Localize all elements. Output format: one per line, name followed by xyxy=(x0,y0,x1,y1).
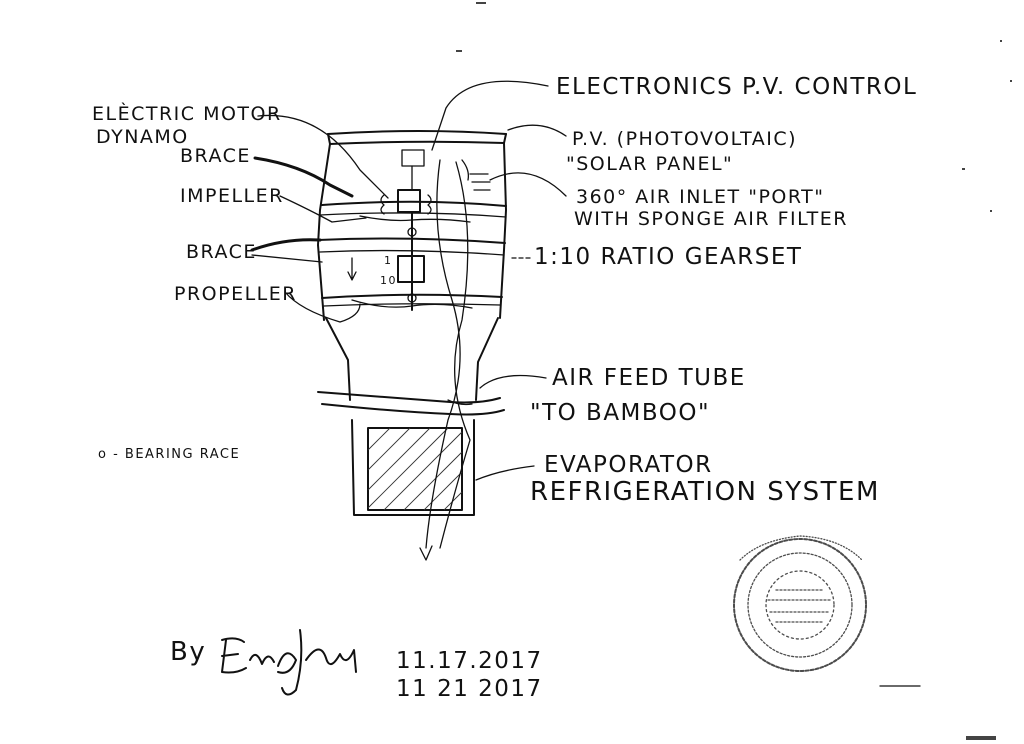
impeller-blade xyxy=(359,215,471,223)
motor-assembly xyxy=(347,149,473,311)
leader-electronics xyxy=(431,80,549,151)
airflow-arrow xyxy=(419,545,433,561)
leader-motor xyxy=(257,114,389,199)
motor-coil-right xyxy=(427,194,432,215)
leader-propeller xyxy=(284,291,361,323)
label-inlet-1: 360° AIR INLET "PORT" xyxy=(576,186,825,208)
leader-pv xyxy=(507,124,567,137)
label-gearset: 1:10 RATIO GEARSET xyxy=(534,244,802,270)
leader-evaporator xyxy=(475,465,535,481)
leader-inlet xyxy=(489,172,567,197)
pv-control-box xyxy=(401,149,425,167)
ratio-bottom: 10 xyxy=(380,274,397,287)
label-electronics: ELECTRONICS P.V. CONTROL xyxy=(556,74,917,100)
propeller-blade xyxy=(351,299,473,309)
label-electric-motor: ELÈCTRIC MOTOR xyxy=(92,102,282,125)
scan-specks xyxy=(456,2,1012,740)
top-lid-rim xyxy=(327,133,507,145)
label-propeller: PROPELLER xyxy=(174,283,297,305)
ratio-top: 1 xyxy=(384,254,393,267)
notary-seal xyxy=(733,535,867,672)
left-wall xyxy=(317,143,331,321)
label-bearing: o - BEARING RACE xyxy=(98,447,240,462)
air-feed-tube xyxy=(317,391,505,416)
label-evaporator-2: REFRIGERATION SYSTEM xyxy=(530,477,880,507)
evaporator-hatch xyxy=(367,427,463,511)
label-pv-1: P.V. (PHOTOVOLTAIC) xyxy=(572,128,797,150)
date-2: 11 21 2017 xyxy=(396,676,543,702)
label-by: By xyxy=(170,637,206,667)
down-arrow xyxy=(347,257,357,281)
label-inlet-2: WITH SPONGE AIR FILTER xyxy=(574,208,848,230)
label-impeller: IMPELLER xyxy=(180,185,284,207)
label-dynamo: DYNAMO xyxy=(96,126,189,148)
funnel-right xyxy=(475,317,499,401)
leader-brace-mid xyxy=(250,238,322,252)
leader-air-feed xyxy=(479,374,547,389)
signature xyxy=(221,629,357,696)
impeller-level xyxy=(321,200,507,207)
date-1: 11.17.2017 xyxy=(396,648,543,674)
bearing-race xyxy=(407,227,417,237)
lower-container xyxy=(351,419,475,516)
label-brace-top: BRACE xyxy=(180,145,251,167)
label-air-feed-2: "TO BAMBOO" xyxy=(530,400,710,426)
right-wall xyxy=(499,142,507,319)
label-brace-mid: BRACE xyxy=(186,241,257,263)
top-lid xyxy=(327,130,507,135)
electric-motor xyxy=(397,189,421,213)
label-air-feed-1: AIR FEED TUBE xyxy=(552,365,746,391)
gearset-box xyxy=(397,255,425,283)
leader-impeller xyxy=(279,195,367,223)
leader-brace-top xyxy=(253,156,354,198)
evaporator-box xyxy=(367,427,463,511)
label-pv-2: "SOLAR PANEL" xyxy=(566,153,733,175)
funnel-left xyxy=(325,317,351,401)
filter-dashes xyxy=(469,173,491,191)
airflow-lines xyxy=(419,159,491,561)
motor-coil-left xyxy=(380,194,385,215)
leader-lines xyxy=(250,80,567,481)
label-evaporator-1: EVAPORATOR xyxy=(544,452,713,478)
brace-level xyxy=(317,237,506,244)
